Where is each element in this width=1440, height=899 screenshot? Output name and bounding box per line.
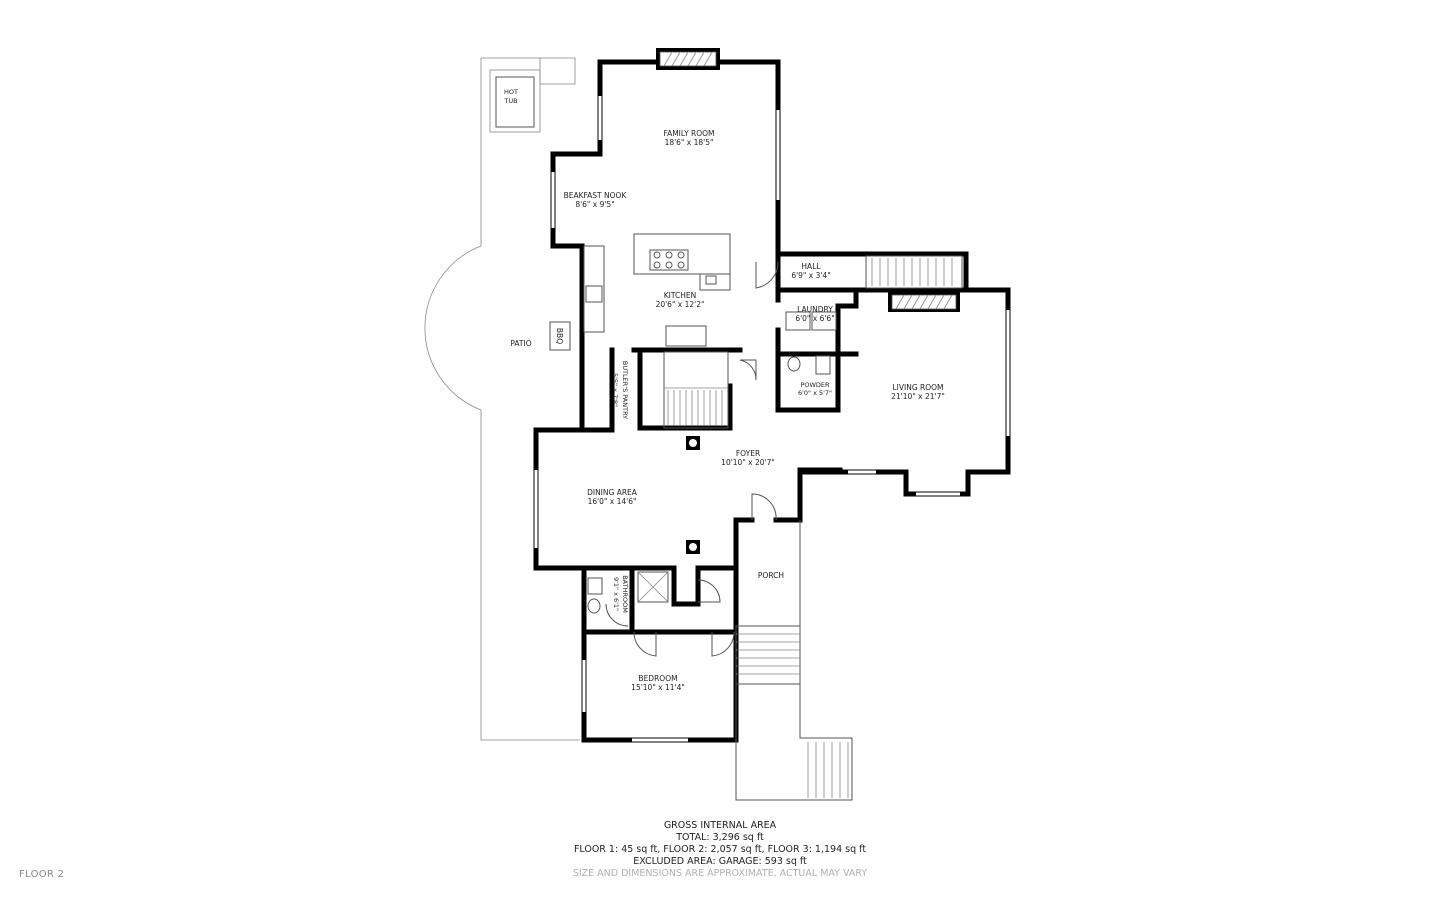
- doors: [605, 261, 779, 657]
- foyer-size: 10'10" x 20'7": [721, 458, 775, 467]
- fireplace-family: [656, 48, 720, 70]
- stairs-main: [663, 351, 729, 429]
- family-room-size: 18'6" x 18'5": [665, 138, 714, 147]
- bedroom-name: BEDROOM: [638, 674, 677, 683]
- hot-tub-label-1: HOT: [504, 88, 518, 96]
- porch-name: PORCH: [758, 571, 784, 580]
- summary-disclaimer: SIZE AND DIMENSIONS ARE APPROXIMATE, ACT…: [572, 868, 868, 879]
- columns: [686, 436, 700, 554]
- bbq-label: BBQ: [555, 328, 564, 344]
- dining-area-size: 16'0" x 14'6": [588, 497, 637, 506]
- room-labels: HOT TUB FAMILY ROOM 18'6" x 18'5" BEAKFA…: [503, 88, 944, 692]
- foyer-name: FOYER: [736, 449, 760, 458]
- living-room-name: LIVING ROOM: [892, 383, 943, 392]
- powder-name: POWDER: [800, 381, 830, 389]
- dining-area-name: DINING AREA: [587, 488, 638, 497]
- bbq-grill: BBQ: [549, 321, 571, 351]
- kitchen-name: KITCHEN: [664, 291, 697, 300]
- breakfast-nook-name: BEAKFAST NOOK: [564, 191, 628, 200]
- powder-size: 6'0" x 5'7": [798, 389, 832, 397]
- bedroom-size: 15'10" x 11'4": [631, 683, 685, 692]
- laundry-name: LAUNDRY: [797, 305, 833, 314]
- kitchen-size: 20'6" x 12'2": [656, 300, 705, 309]
- bathroom-fixtures: [587, 311, 837, 614]
- laundry-size: 6'0" x 6'6": [795, 314, 834, 323]
- stairs-porch: [735, 520, 853, 801]
- butlers-pantry-size: 5'5" x 7'8": [611, 373, 619, 407]
- floor-label: FLOOR 2: [19, 869, 65, 880]
- windows: [534, 96, 1010, 742]
- summary-total: TOTAL: 3,296 sq ft: [676, 832, 764, 843]
- family-room-name: FAMILY ROOM: [663, 129, 714, 138]
- summary-excluded: EXCLUDED AREA: GARAGE: 593 sq ft: [633, 856, 807, 867]
- butlers-pantry-name: BUTLER'S PANTRY: [621, 361, 629, 419]
- kitchen-island: [583, 233, 731, 347]
- area-summary: GROSS INTERNAL AREA TOTAL: 3,296 sq ft F…: [0, 820, 1440, 880]
- hot-tub-label-2: TUB: [503, 97, 517, 105]
- bathroom-size: 9'1" x 6'1": [612, 577, 620, 611]
- walls: [533, 59, 1011, 743]
- hall-size: 6'9" x 3'4": [791, 271, 830, 280]
- living-room-size: 21'10" x 21'7": [891, 392, 945, 401]
- breakfast-nook-size: 8'6" x 9'5": [575, 200, 614, 209]
- summary-title: GROSS INTERNAL AREA: [663, 820, 777, 831]
- stairs-hall: [865, 255, 963, 289]
- summary-floors: FLOOR 1: 45 sq ft, FLOOR 2: 2,057 sq ft,…: [573, 844, 867, 855]
- patio-outline: [424, 57, 580, 741]
- patio-name: PATIO: [510, 339, 531, 348]
- fireplace-living: [888, 292, 960, 312]
- hall-name: HALL: [801, 262, 821, 271]
- bathroom-name: BATHROOM: [621, 575, 629, 613]
